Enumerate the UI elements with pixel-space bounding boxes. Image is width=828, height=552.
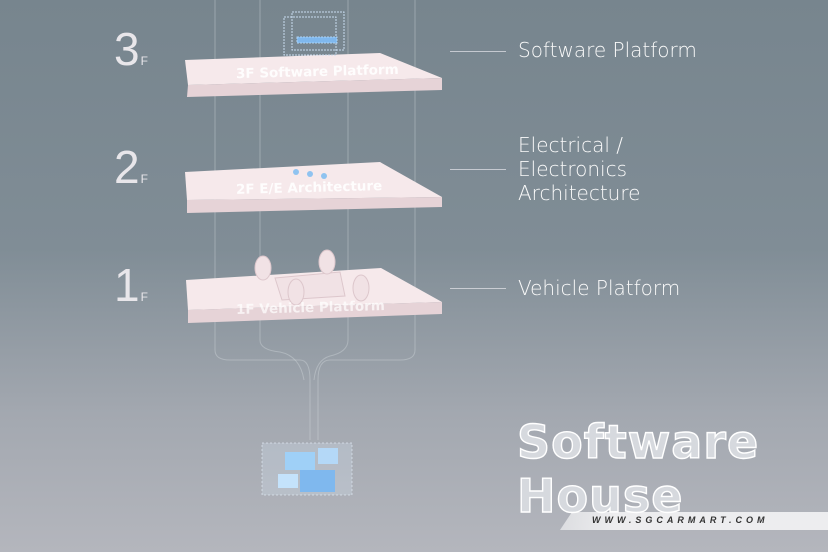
software-cube-icon: [283, 11, 345, 56]
leader-line-1f: [450, 288, 506, 289]
ee-chip-icons: [293, 169, 327, 179]
side-label-ee-architecture: Electrical / Electronics Architecture: [518, 133, 641, 205]
vehicle-chassis-icon: [254, 249, 370, 306]
leader-line-2f: [450, 169, 506, 170]
floor-num: 2: [114, 141, 140, 193]
watermark-bar: WWW.SGCARMART.COM: [560, 512, 828, 530]
title-line-2: House: [516, 468, 684, 523]
side-label-vehicle-platform: Vehicle Platform: [518, 276, 681, 300]
watermark-text: WWW.SGCARMART.COM: [592, 515, 769, 525]
software-house-icon: [261, 442, 353, 496]
floor-num: 3: [114, 23, 140, 75]
leader-line-3f: [450, 51, 506, 52]
title-line-1: Software: [516, 414, 760, 469]
floor-suffix: F: [140, 172, 148, 186]
floor-suffix: F: [140, 54, 148, 68]
floor-num: 1: [114, 259, 140, 311]
connector-lines: [214, 0, 416, 440]
platform-3f: [185, 53, 442, 97]
floor-suffix: F: [140, 290, 148, 304]
platform-2f: [185, 162, 442, 213]
side-label-software-platform: Software Platform: [518, 38, 697, 62]
